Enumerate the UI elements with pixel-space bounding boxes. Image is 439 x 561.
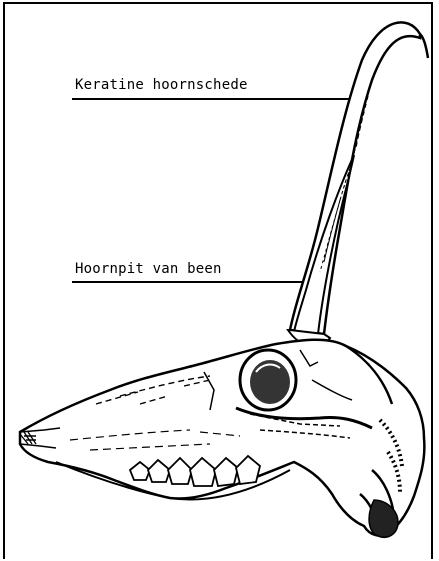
keratin-sheath-label: Keratine hoornschede — [75, 77, 248, 93]
horn-tip — [420, 34, 428, 58]
skull-outline — [20, 340, 424, 536]
bone-core-label: Hoornpit van been — [75, 261, 222, 277]
orbit-inner — [250, 360, 290, 404]
